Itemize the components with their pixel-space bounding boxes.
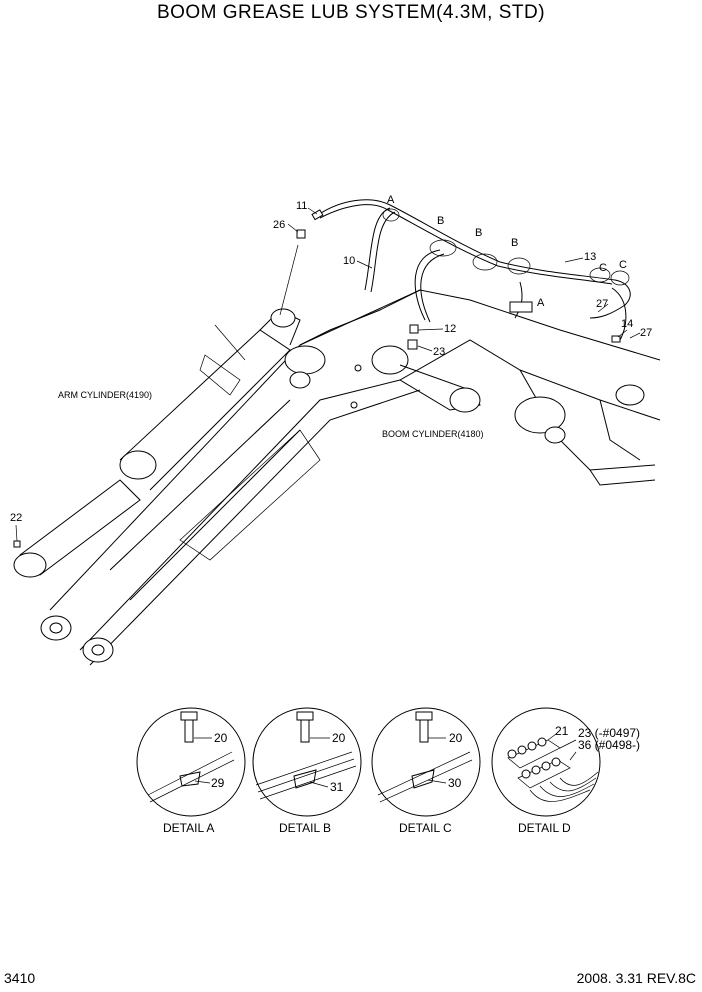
detail-d-label-36: 36 (#0498-)	[578, 738, 640, 752]
grease-hoses	[13, 199, 631, 548]
detail-c: 20 30 DETAIL C	[371, 707, 481, 835]
page-title: BOOM GREASE LUB SYSTEM(4.3M, STD)	[156, 2, 546, 23]
page-number: 3410	[4, 970, 36, 986]
callout-a-2: A	[537, 297, 545, 309]
callout-23: 23	[433, 346, 445, 358]
callout-b-1: B	[437, 215, 444, 227]
callout-a-1: A	[387, 194, 395, 206]
detail-c-caption: DETAIL C	[399, 821, 452, 835]
arm-cylinder	[13, 308, 301, 578]
detail-b-clamp-label: 31	[330, 780, 344, 794]
detail-b: 20 31 DETAIL B	[252, 707, 362, 835]
detail-c-bolt-label: 20	[449, 731, 463, 745]
callout-27-b: 27	[640, 327, 652, 339]
detail-d-caption: DETAIL D	[518, 821, 571, 835]
callout-c-1: C	[599, 262, 607, 274]
detail-b-caption: DETAIL B	[279, 821, 331, 835]
boom-cylinder-caption: BOOM CYLINDER(4180)	[382, 429, 484, 439]
callout-labels: 11 26 10 A B B B 13 C C A 27 14 27 12 23…	[10, 194, 652, 542]
callout-11: 11	[296, 200, 307, 212]
callout-13: 13	[584, 251, 596, 263]
detail-d: 21 23 (-#0497) 36 (#0498-) DETAIL D	[491, 707, 640, 835]
callout-14: 14	[621, 318, 633, 330]
callout-b-3: B	[511, 237, 518, 249]
detail-a-clamp-label: 29	[211, 776, 225, 790]
detail-d-label-21: 21	[555, 724, 569, 738]
callout-26: 26	[273, 219, 285, 231]
detail-a: 20 29 DETAIL A	[136, 707, 246, 835]
callout-10: 10	[343, 255, 355, 267]
callout-22: 22	[10, 512, 22, 524]
boom-cylinder	[371, 345, 481, 413]
arm-cylinder-caption: ARM CYLINDER(4190)	[58, 390, 152, 400]
callout-b-2: B	[475, 227, 482, 239]
detail-a-caption: DETAIL A	[163, 821, 214, 835]
boom-structure	[40, 289, 661, 666]
callout-27-a: 27	[596, 298, 608, 310]
revision-stamp: 2008. 3.31 REV.8C	[576, 970, 696, 986]
detail-c-clamp-label: 30	[448, 776, 462, 790]
detail-b-bolt-label: 20	[332, 731, 346, 745]
callout-12: 12	[444, 323, 456, 335]
detail-a-bolt-label: 20	[214, 731, 228, 745]
callout-c-2: C	[619, 259, 627, 271]
detail-d-label-23: 23 (-#0497)	[578, 726, 640, 740]
